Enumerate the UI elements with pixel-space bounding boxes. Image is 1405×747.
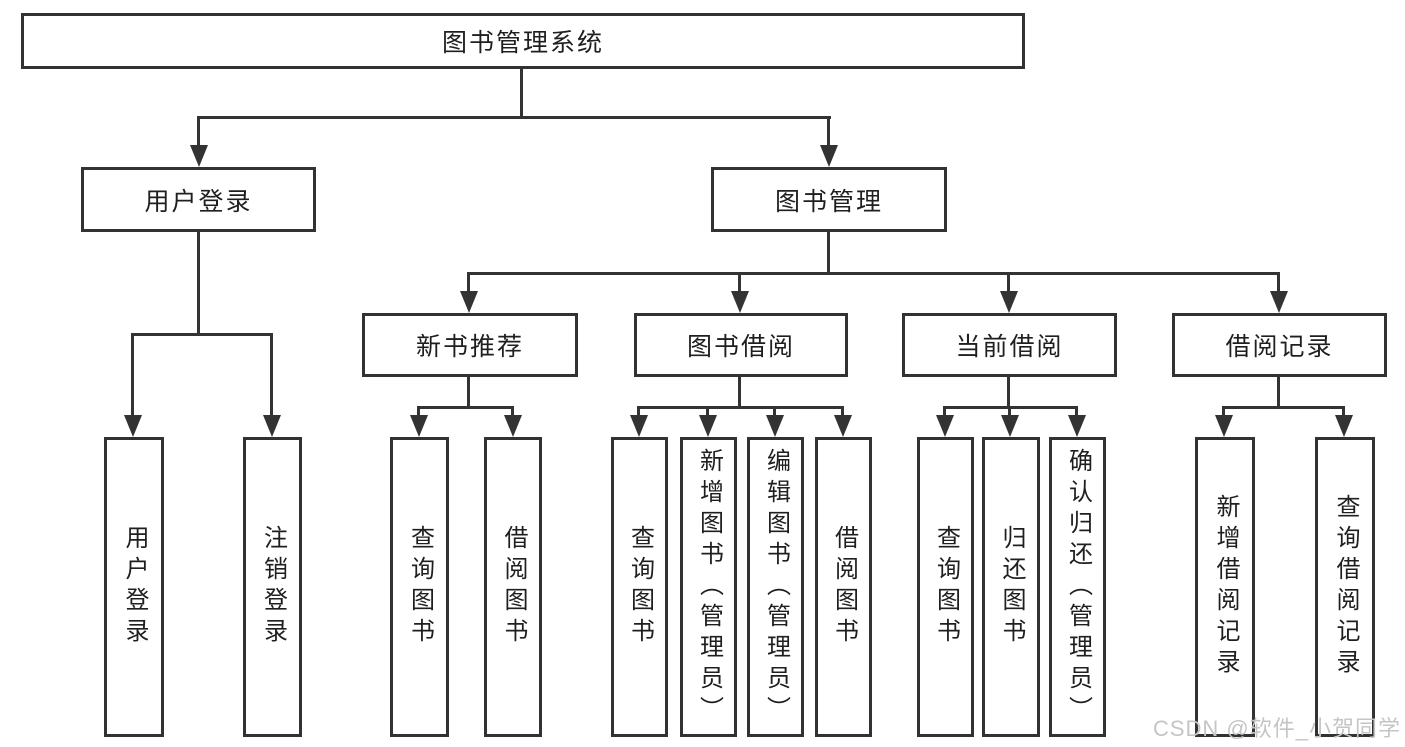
- node-new-book: 新书推荐: [362, 313, 578, 377]
- arrowhead-book-mgmt: [820, 145, 838, 167]
- node-cb-query-books: 查询图书: [917, 437, 974, 737]
- connector-drop-current-borrow: [1007, 272, 1010, 293]
- node-user-login: 用户登录: [81, 167, 316, 232]
- connector-drop-user-login: [197, 116, 200, 147]
- connector-branch-root: [199, 116, 831, 119]
- connector-drop-new-book: [467, 272, 470, 293]
- connector-branch-borrow-record: [1223, 406, 1345, 409]
- node-bb-edit-books-label: 编辑图书（管理员）: [762, 447, 790, 727]
- arrowhead-br-add: [1215, 415, 1233, 437]
- connector-branch-book-borrow: [638, 406, 844, 409]
- arrowhead-user-login: [190, 145, 208, 167]
- connector-drop-br-query: [1342, 406, 1345, 417]
- node-nb-query-books: 查询图书: [390, 437, 449, 737]
- connector-drop-bb-borrow: [841, 406, 844, 417]
- connector-drop-nb-borrow: [511, 406, 514, 417]
- node-bb-query-books: 查询图书: [611, 437, 668, 737]
- arrowhead-br-query: [1335, 415, 1353, 437]
- node-bb-edit-books: 编辑图书（管理员）: [747, 437, 804, 737]
- node-leaf-logout: 注销登录: [243, 437, 302, 737]
- connector-branch-new-book: [418, 406, 514, 409]
- connector-branch-user-login: [132, 333, 273, 336]
- connector-drop-bb-add: [706, 406, 709, 417]
- node-new-book-label: 新书推荐: [415, 333, 524, 361]
- node-br-query-record: 查询借阅记录: [1315, 437, 1375, 737]
- connector-drop-book-borrow: [738, 272, 741, 293]
- node-book-borrow: 图书借阅: [634, 313, 848, 377]
- connector-drop-bb-query: [637, 406, 640, 417]
- connector-root-stem: [520, 68, 523, 118]
- arrowhead-new-book: [460, 291, 478, 313]
- node-cb-query-books-label: 查询图书: [932, 525, 960, 649]
- node-nb-query-books-label: 查询图书: [406, 525, 434, 649]
- connector-branch-current-borrow: [944, 406, 1078, 409]
- node-cb-confirm-return: 确认归还（管理员）: [1049, 437, 1106, 737]
- node-nb-borrow-books: 借阅图书: [484, 437, 542, 737]
- node-book-borrow-label: 图书借阅: [686, 333, 795, 361]
- node-bb-add-books-label: 新增图书（管理员）: [695, 447, 723, 727]
- node-book-mgmt: 图书管理: [711, 167, 947, 232]
- node-borrow-record-label: 借阅记录: [1225, 333, 1334, 361]
- node-cb-return-books-label: 归还图书: [998, 525, 1025, 649]
- node-root-label: 图书管理系统: [441, 29, 604, 57]
- node-user-login-label: 用户登录: [144, 187, 253, 216]
- node-root: 图书管理系统: [21, 13, 1025, 69]
- node-bb-add-books: 新增图书（管理员）: [680, 437, 737, 737]
- arrowhead-borrow-record: [1270, 291, 1288, 313]
- node-br-add-record: 新增借阅记录: [1195, 437, 1255, 737]
- connector-drop-leaf-login: [131, 333, 134, 417]
- arrowhead-current-borrow: [1000, 291, 1018, 313]
- csdn-watermark: CSDN @软件_小贺同学: [1152, 716, 1401, 741]
- node-bb-borrow-books: 借阅图书: [815, 437, 872, 737]
- node-current-borrow: 当前借阅: [902, 313, 1117, 377]
- node-bb-query-books-label: 查询图书: [626, 525, 654, 649]
- arrowhead-nb-borrow: [504, 415, 522, 437]
- arrowhead-bb-edit: [766, 415, 784, 437]
- node-nb-borrow-books-label: 借阅图书: [500, 525, 527, 649]
- arrowhead-cb-return: [1001, 415, 1019, 437]
- node-bb-borrow-books-label: 借阅图书: [830, 525, 858, 649]
- node-leaf-logout-label: 注销登录: [259, 525, 287, 649]
- connector-borrow-record-stem: [1277, 377, 1280, 408]
- node-br-query-record-label: 查询借阅记录: [1332, 494, 1359, 680]
- connector-drop-borrow-record: [1277, 272, 1280, 293]
- node-br-add-record-label: 新增借阅记录: [1212, 494, 1239, 680]
- connector-branch-book-mgmt: [468, 272, 1280, 275]
- connector-book-mgmt-stem: [827, 232, 830, 274]
- connector-drop-cb-return: [1008, 406, 1011, 417]
- connector-drop-book-mgmt: [827, 116, 830, 147]
- connector-new-book-stem: [467, 377, 470, 408]
- arrowhead-cb-query: [936, 415, 954, 437]
- node-current-borrow-label: 当前借阅: [955, 333, 1064, 361]
- connector-user-login-stem: [197, 232, 200, 335]
- arrowhead-bb-add: [699, 415, 717, 437]
- connector-drop-br-add: [1222, 406, 1225, 417]
- node-cb-confirm-return-label: 确认归还（管理员）: [1064, 447, 1092, 727]
- node-borrow-record: 借阅记录: [1172, 313, 1387, 377]
- node-book-mgmt-label: 图书管理: [774, 187, 883, 216]
- arrowhead-bb-borrow: [834, 415, 852, 437]
- connector-drop-nb-query: [417, 406, 420, 417]
- node-leaf-user-login-label: 用户登录: [121, 525, 148, 649]
- arrowhead-book-borrow: [731, 291, 749, 313]
- connector-drop-leaf-logout: [270, 333, 273, 417]
- arrowhead-leaf-logout: [263, 415, 281, 437]
- connector-drop-cb-query: [943, 406, 946, 417]
- node-cb-return-books: 归还图书: [982, 437, 1040, 737]
- connector-book-borrow-stem: [738, 377, 741, 408]
- connector-drop-bb-edit: [773, 406, 776, 417]
- connector-current-borrow-stem: [1007, 377, 1010, 408]
- node-leaf-user-login: 用户登录: [104, 437, 164, 737]
- arrowhead-cb-confirm: [1068, 415, 1086, 437]
- arrowhead-nb-query: [410, 415, 428, 437]
- arrowhead-bb-query: [630, 415, 648, 437]
- connector-drop-cb-confirm: [1075, 406, 1078, 417]
- arrowhead-leaf-login: [124, 415, 142, 437]
